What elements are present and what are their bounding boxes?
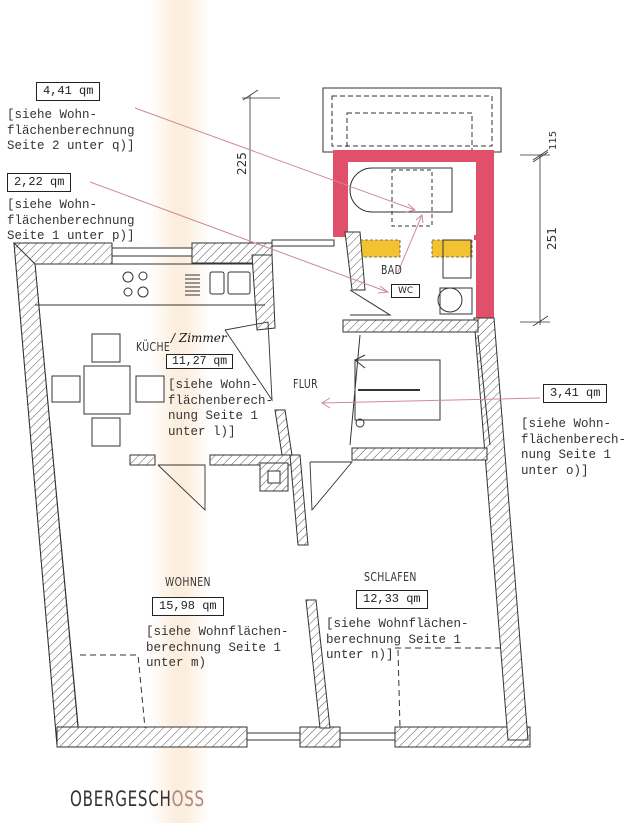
room-label-kueche: KÜCHE <box>136 340 171 354</box>
kitchen-counter <box>122 271 251 298</box>
room-label-bad: BAD <box>381 263 403 277</box>
floor-title-main: OBERGESCH <box>70 787 172 811</box>
dimension-225: 225 <box>235 152 249 175</box>
dimension-115: 115 <box>548 131 559 150</box>
floor-title: OBERGESCHOSS <box>70 787 205 811</box>
note-kueche: [siehe Wohn- flächenberech- nung Seite 1… <box>168 378 274 439</box>
room-label-wohnen: WOHNEN <box>165 575 211 589</box>
note-schlafen: [siehe Wohnflächen- berechnung Seite 1 u… <box>326 617 469 662</box>
handwritten-zimmer: / Zimmer <box>171 331 227 345</box>
paper-scan-stripe <box>150 0 210 823</box>
area-kueche: 11,27 qm <box>166 354 234 369</box>
area-wohnen: 15,98 qm <box>152 597 224 616</box>
area-flur: 3,41 qm <box>543 384 608 403</box>
area-bad: 4,41 qm <box>36 82 101 101</box>
staircase <box>354 354 441 428</box>
note-wc: [siehe Wohn- flächenberechnung Seite 1 u… <box>7 198 135 243</box>
roof-slope-lines <box>80 647 500 729</box>
area-schlafen: 12,33 qm <box>356 590 428 609</box>
dining-table <box>51 333 165 447</box>
note-flur: [siehe Wohn- flächenberech- nung Seite 1… <box>521 417 627 478</box>
windows <box>111 239 396 741</box>
note-wohnen: [siehe Wohnflächen- berechnung Seite 1 u… <box>146 625 289 670</box>
floor-title-faded: OSS <box>171 787 205 811</box>
area-wc: 2,22 qm <box>7 173 72 192</box>
bath-fixtures <box>349 167 473 316</box>
removed-walls <box>349 239 473 258</box>
note-bad: [siehe Wohn- flächenberechnung Seite 2 u… <box>7 108 135 153</box>
balcony-outline <box>322 87 502 154</box>
door-swings <box>157 321 353 512</box>
dimension-251: 251 <box>545 227 559 250</box>
room-label-flur: FLUR <box>293 377 319 391</box>
dimension-lines <box>242 89 550 327</box>
leader-lines <box>89 107 541 409</box>
room-label-schlafen: SCHLAFEN <box>364 570 417 584</box>
room-label-wc: WC <box>391 284 421 298</box>
new-walls <box>333 150 494 318</box>
